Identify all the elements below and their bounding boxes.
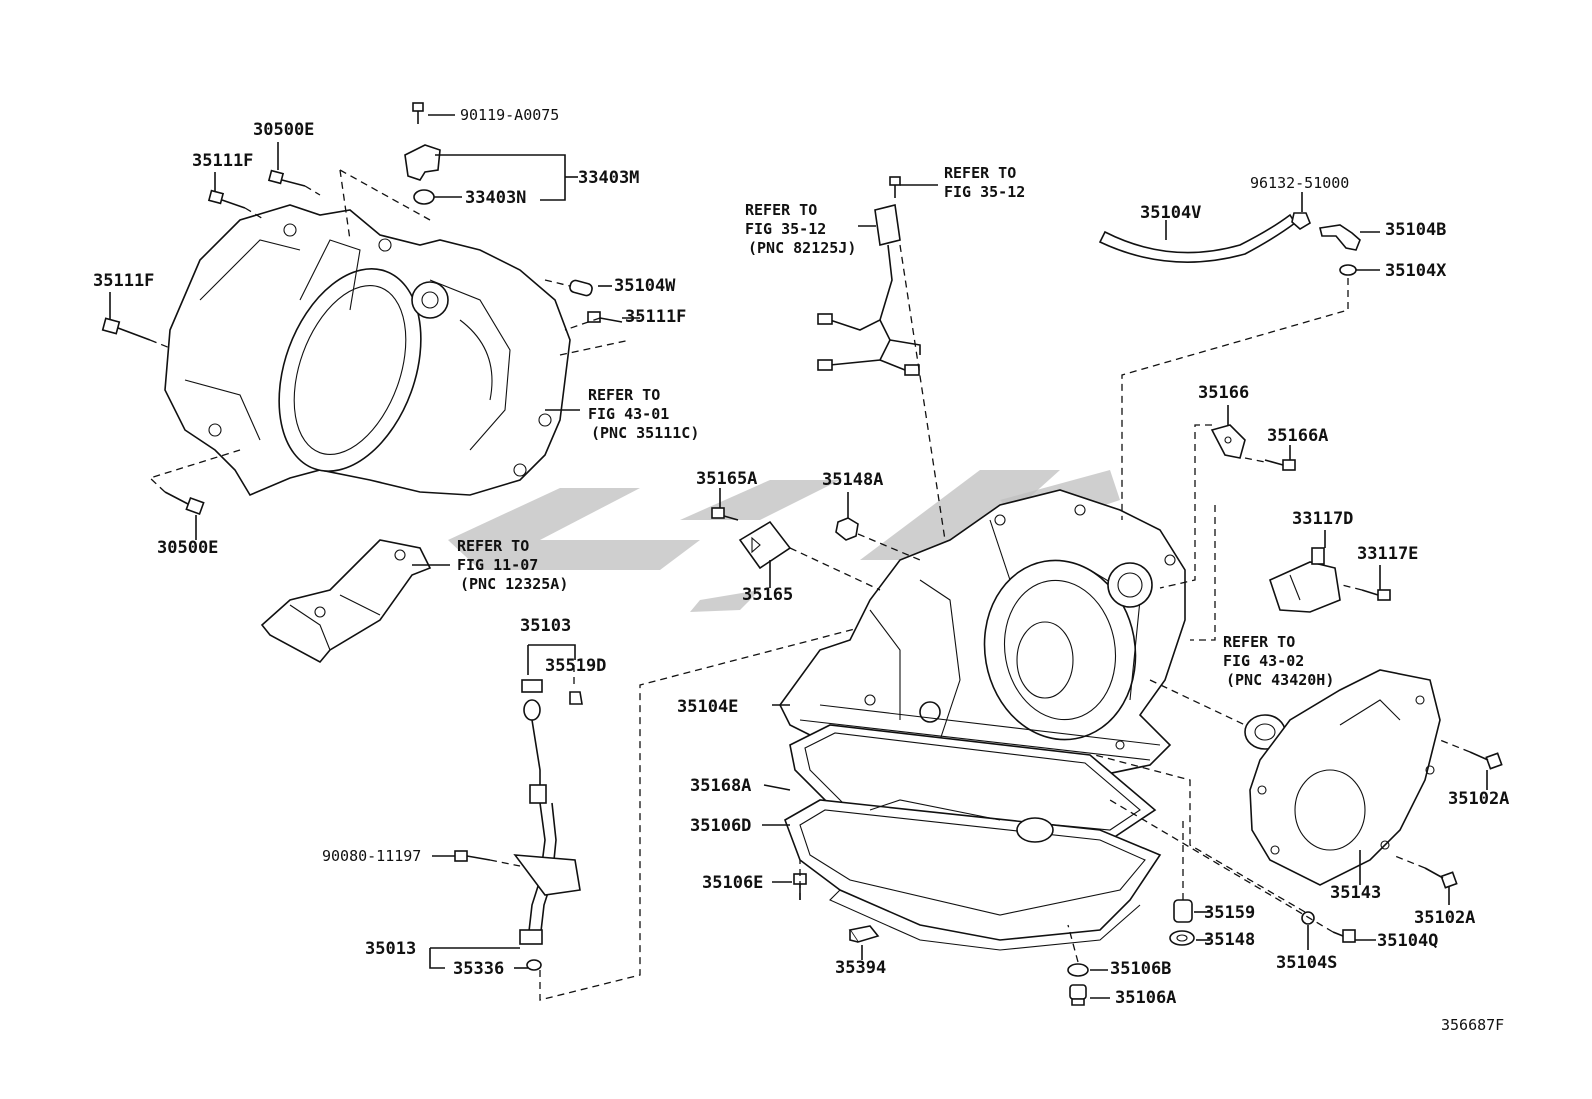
magnet-icon	[848, 925, 880, 943]
part-label-35104S: 35104S	[1276, 953, 1337, 973]
part-label-35159: 35159	[1204, 903, 1255, 923]
part-label-35166: 35166	[1198, 383, 1249, 403]
part-label-35168A: 35168A	[690, 776, 751, 796]
part-label-35143: 35143	[1330, 883, 1381, 903]
part-label-30500E: 30500E	[253, 120, 314, 140]
part-label-35165: 35165	[742, 585, 793, 605]
bolt-icon	[267, 169, 306, 187]
part-label-35102A: 35102A	[1414, 908, 1475, 928]
bracket-icon	[260, 539, 432, 664]
dipstick-icon	[513, 679, 583, 971]
part-label-35104E: 35104E	[677, 697, 738, 717]
bolt-icon	[1469, 751, 1503, 770]
part-label-35336: 35336	[453, 959, 504, 979]
plate-icon	[738, 520, 792, 570]
refer-to-fig-11-07: (PNC 12325A)	[460, 575, 568, 593]
watermark-logo	[448, 470, 1120, 612]
bolt-icon	[587, 311, 623, 323]
part-label-35104B: 35104B	[1385, 220, 1446, 240]
side-cover-icon	[1249, 669, 1441, 886]
refer-to-fig-43-01: REFER TO	[588, 386, 660, 404]
part-label-33403M: 33403M	[578, 168, 639, 188]
part-label-30500E: 30500E	[157, 538, 218, 558]
bracket-icon	[1210, 424, 1246, 459]
transaxle-housing-group	[164, 204, 571, 497]
nut-icon	[835, 517, 859, 541]
sensor-icon	[1269, 547, 1341, 613]
bolt-icon	[101, 317, 151, 341]
part-label-35104V: 35104V	[1140, 203, 1201, 223]
elbow-fitting-icon	[1319, 224, 1361, 251]
part-label-35106D: 35106D	[690, 816, 751, 836]
refer-to-fig-11-07: REFER TO	[457, 537, 529, 555]
refer-to-fig-35-12: (PNC 82125J)	[748, 239, 856, 257]
part-label-96132-51000: 96132-51000	[1250, 174, 1349, 192]
part-label-90080-11197: 90080-11197	[322, 847, 421, 865]
transaxle-case-group	[779, 489, 1186, 791]
gasket-icon	[1169, 930, 1195, 946]
part-label-35104Q: 35104Q	[1377, 931, 1438, 951]
bolt-icon	[207, 189, 246, 209]
part-label-35106A: 35106A	[1115, 988, 1176, 1008]
part-label-35103: 35103	[520, 616, 571, 636]
wire-harness-icon	[817, 176, 921, 376]
bolt-icon	[1332, 929, 1356, 943]
part-label-35166A: 35166A	[1267, 426, 1328, 446]
bolt-icon	[412, 102, 424, 124]
part-label-35104W: 35104W	[614, 276, 676, 296]
part-label-35111F: 35111F	[93, 271, 154, 291]
o-ring-icon	[1301, 911, 1315, 925]
refer-to-fig-43-02: REFER TO	[1223, 633, 1295, 651]
part-label-35102A: 35102A	[1448, 789, 1509, 809]
gasket-icon	[1067, 963, 1089, 977]
part-label-35165A: 35165A	[696, 469, 757, 489]
part-label-35148: 35148	[1204, 930, 1255, 950]
bolt-icon	[1361, 589, 1391, 601]
part-label-33117E: 33117E	[1357, 544, 1418, 564]
refer-to-fig-43-02: (PNC 43420H)	[1226, 671, 1334, 689]
o-ring-icon	[1339, 264, 1357, 276]
figure-code: 356687F	[1441, 1016, 1504, 1034]
oil-pan-icon	[784, 799, 1162, 951]
part-label-90119-A0075: 90119-A0075	[460, 106, 559, 124]
drain-plug-icon	[1069, 984, 1087, 1006]
pin-icon	[569, 279, 593, 297]
bolt-icon	[1264, 459, 1296, 471]
o-ring-icon	[413, 189, 435, 205]
filter-icon	[1173, 899, 1193, 923]
part-label-35111F: 35111F	[192, 151, 253, 171]
refer-to-fig-43-01: (PNC 35111C)	[591, 424, 699, 442]
bolt-icon	[164, 491, 205, 516]
refer-to-fig-35-12: FIG 35-12	[745, 220, 826, 238]
part-label-35106E: 35106E	[702, 873, 763, 893]
part-label-35111F: 35111F	[625, 307, 686, 327]
refer-to-fig-43-02: FIG 43-02	[1223, 652, 1304, 670]
refer-to-fig-43-01: FIG 43-01	[588, 405, 669, 423]
bolt-icon	[711, 507, 739, 521]
refer-to-fig-35-12: REFER TO	[745, 201, 817, 219]
refer-to-fig-11-07: FIG 11-07	[457, 556, 538, 574]
refer-to-fig-35-12: FIG 35-12	[944, 183, 1025, 201]
bolt-icon	[1424, 867, 1458, 889]
part-label-35148A: 35148A	[822, 470, 883, 490]
clip-icon	[1291, 212, 1311, 230]
refer-to-fig-35-12: REFER TO	[944, 164, 1016, 182]
part-label-35519D: 35519D	[545, 656, 606, 676]
part-label-35013: 35013	[365, 939, 416, 959]
sensor-icon	[404, 144, 441, 181]
part-label-35104X: 35104X	[1385, 261, 1447, 281]
part-label-35106B: 35106B	[1110, 959, 1171, 979]
part-label-35394: 35394	[835, 958, 886, 978]
part-label-33403N: 33403N	[465, 188, 526, 208]
bolt-icon	[454, 850, 491, 862]
part-label-33117D: 33117D	[1292, 509, 1353, 529]
